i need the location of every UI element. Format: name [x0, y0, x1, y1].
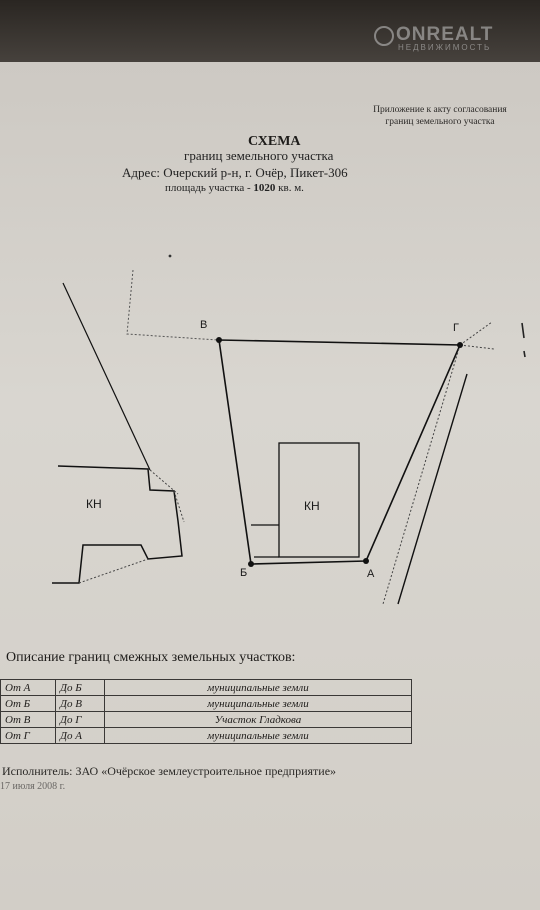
cell-to: До Б — [55, 679, 105, 696]
document-subtitle: границ земельного участка — [184, 148, 334, 163]
watermark-logo-icon — [374, 26, 394, 46]
document-title: СХЕМА — [248, 134, 301, 149]
boundaries-table: От А До Б муниципальные земли От Б До В … — [0, 679, 412, 744]
label-kn-left: КН — [86, 497, 102, 511]
cell-desc: Участок Гладкова — [104, 711, 412, 728]
point-v — [216, 337, 222, 343]
address-line: Адрес: Очерский р-н, г. Очёр, Пикет-306 — [122, 165, 348, 180]
document-page — [0, 62, 540, 910]
cell-desc: муниципальные земли — [104, 679, 412, 696]
area-unit: кв. м. — [275, 182, 304, 194]
parcel-boundary — [218, 339, 462, 565]
table-row: От Г До А муниципальные земли — [0, 727, 412, 744]
cell-desc: муниципальные земли — [104, 727, 412, 744]
label-g: Г — [453, 322, 459, 334]
appendix-line-1: Приложение к акту согласования — [373, 105, 507, 115]
boundaries-description-title: Описание границ смежных земельных участк… — [6, 650, 296, 665]
area-prefix: площадь участка - — [165, 182, 254, 194]
date-line: 17 июля 2008 г. — [0, 781, 66, 792]
building-kn — [278, 442, 360, 558]
watermark-brand: ONREALT — [396, 24, 494, 45]
g-dotted-diagonal — [382, 344, 461, 605]
cell-to: До Г — [55, 711, 105, 728]
point-a — [363, 558, 369, 564]
road-line-right — [397, 373, 468, 605]
label-b: Б — [240, 567, 247, 579]
edge-marks — [521, 322, 526, 358]
cell-to: До В — [55, 695, 105, 712]
stray-mark — [168, 254, 172, 258]
left-boundary-solid — [62, 282, 151, 471]
cell-from: От Б — [0, 695, 56, 712]
label-kn-right: КН — [304, 499, 320, 513]
area-value: 1020 — [253, 182, 276, 194]
cell-to: До А — [55, 727, 105, 744]
annex-lines — [251, 524, 279, 558]
area-line: площадь участка - 1020 кв. м. — [165, 182, 304, 194]
background-top — [0, 0, 540, 70]
left-neighbor-dotted-edge — [173, 490, 185, 523]
left-neighbor-dotted-bottom — [78, 558, 149, 584]
g-extension-up — [459, 321, 493, 346]
appendix-note: Приложение к акту согласования границ зе… — [360, 104, 520, 128]
table-row: От Б До В муниципальные земли — [0, 695, 412, 712]
appendix-line-2: границ земельного участка — [385, 117, 495, 127]
table-row: От В До Г Участок Гладкова — [0, 711, 412, 728]
cell-from: От В — [0, 711, 56, 728]
cell-from: От Г — [0, 727, 56, 744]
label-v: В — [200, 319, 207, 331]
cell-desc: муниципальные земли — [104, 695, 412, 712]
neighbor-dashed-boundary — [126, 269, 219, 341]
point-g — [457, 342, 463, 348]
label-a: А — [367, 568, 375, 580]
watermark: ONREALT НЕДВИЖИМОСТЬ — [374, 24, 494, 52]
g-extension-right — [459, 344, 495, 350]
table-row: От А До Б муниципальные земли — [0, 679, 412, 696]
watermark-sub: НЕДВИЖИМОСТЬ — [398, 43, 492, 52]
executor-line: Исполнитель: ЗАО «Очёрское землеустроите… — [2, 764, 337, 778]
cell-from: От А — [0, 679, 56, 696]
left-neighbor-kn-outline — [52, 465, 183, 584]
point-b — [248, 561, 254, 567]
